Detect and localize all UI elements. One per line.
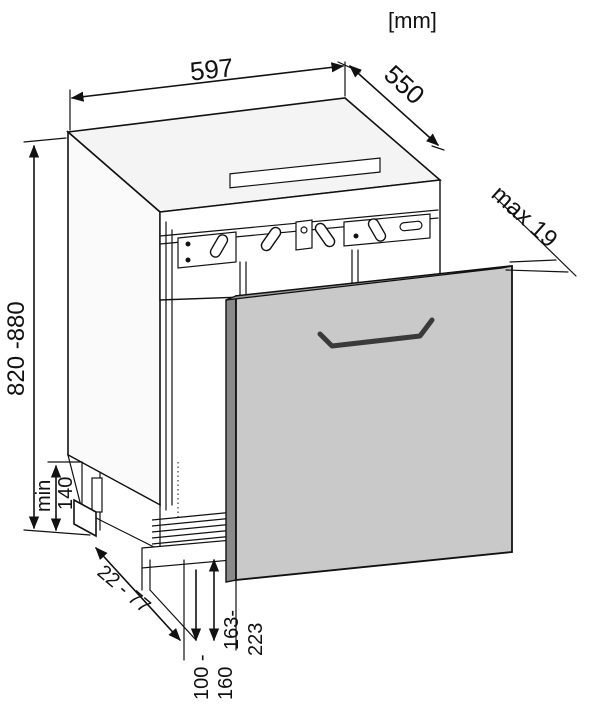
side-foot-bracket [91, 477, 103, 513]
width-dimension-line [70, 62, 345, 102]
setback-extension [149, 589, 197, 641]
foot-height-label-a: 163- [221, 610, 243, 650]
plinth-min-value: 140 [55, 477, 77, 510]
dimension-lines [23, 61, 577, 661]
door-handle [317, 317, 435, 349]
height-label: 820 -880 [3, 301, 30, 396]
plinth-range-label-a: 100 - [191, 654, 213, 700]
door-thickness-extension-a [509, 259, 557, 263]
setback-label: 22 - 77 [93, 561, 155, 618]
foot-height-label-b: 223 [245, 623, 267, 656]
plinth-min-label: min [33, 480, 55, 512]
setback-dimension-line [95, 547, 181, 641]
height-extension-top [23, 137, 67, 143]
height-extension-bottom [23, 529, 91, 536]
depth-extension-bottom [431, 145, 445, 151]
depth-label: 550 [378, 59, 430, 110]
unit-label: [mm] [388, 8, 437, 33]
hinge-plate-center [260, 219, 336, 252]
hinge-plate-left [177, 231, 237, 269]
door-panel [225, 264, 513, 583]
depth-dimension-line [349, 65, 439, 146]
door-front [235, 264, 513, 581]
mounting-rail [229, 157, 381, 189]
side-base [67, 453, 161, 551]
appliance-body [66, 97, 442, 520]
width-label: 597 [188, 52, 234, 86]
adjustable-foot-left [73, 498, 97, 538]
door-top-edge [225, 265, 513, 301]
door-edge [225, 294, 237, 583]
door-thickness-guide [493, 195, 577, 277]
door-thickness-extension-b [505, 269, 569, 273]
plinth-range-label-b: 160 [215, 667, 237, 700]
door-thickness-label: max 19 [486, 180, 563, 253]
hinge-plate-right [343, 213, 431, 247]
